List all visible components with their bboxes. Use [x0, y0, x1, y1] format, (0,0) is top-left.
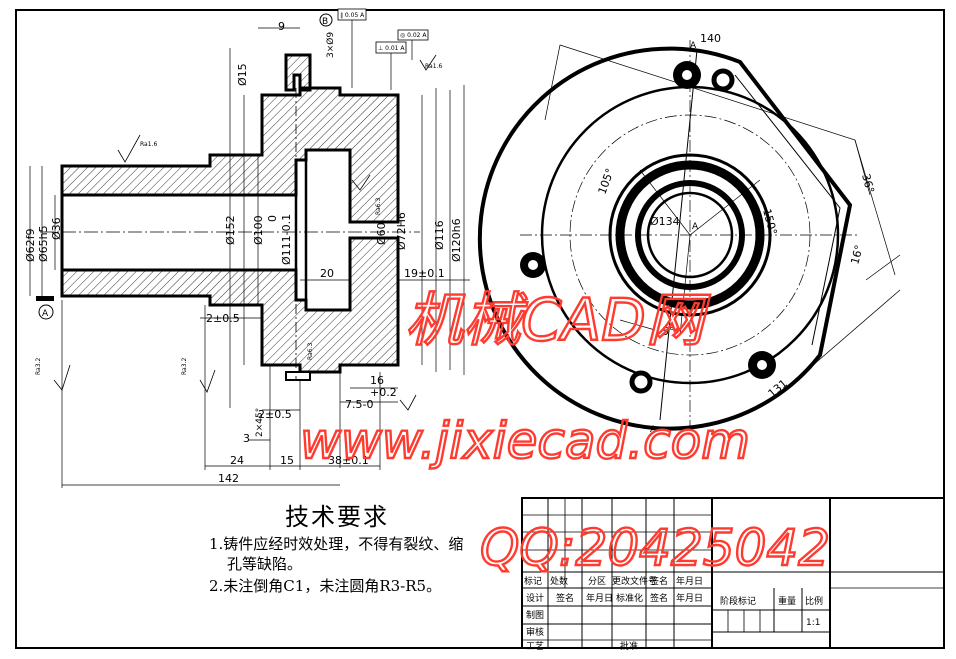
tech-item-1-line2: 孔等缺陷。: [227, 555, 303, 573]
watermark-line2: www.jixiecad.com: [300, 412, 750, 470]
dim-len24: 24: [230, 454, 244, 467]
tb-drafting: 制图: [526, 609, 544, 621]
dim-d72: Ø72H6: [395, 212, 408, 250]
datum-b-circle: [319, 13, 333, 27]
datum-a: A: [42, 309, 49, 319]
tb-design-sign: 签名: [556, 592, 574, 604]
section-view: 9 Ø15 Ø62f9 Ø65h5 Ø36 Ø152 Ø100 Ø111-0.1…: [24, 8, 470, 488]
rough-ra32b: Ra3.2: [181, 358, 188, 375]
dim-len15: 15: [280, 454, 294, 467]
dim-d111: Ø111-0.1: [280, 214, 293, 265]
dim-ang5: 5°: [662, 325, 675, 338]
watermark-line3: QQ:20425042: [480, 519, 830, 577]
dim-top-9: 9: [278, 20, 285, 33]
dim-len142: 142: [218, 472, 239, 485]
section-line: [659, 49, 698, 421]
tb-scale-label: 比例: [805, 595, 823, 607]
dim-d62: Ø62f9: [24, 228, 37, 262]
dim-len2-05: 2±0.5: [206, 312, 240, 325]
tb-standard: 标准化: [616, 592, 643, 604]
flange-inner-outline: [734, 74, 841, 346]
tb-design: 设计: [526, 592, 544, 604]
dim-len2-05b: 2±0.5: [258, 408, 292, 421]
dim-d134: Ø134: [650, 215, 680, 228]
tb-stage-mark: 阶段标记: [720, 595, 756, 607]
rough-ra32: Ra3.2: [35, 358, 42, 375]
dim-len38: 38±0.1: [328, 454, 369, 467]
bolt-holes: [520, 61, 776, 394]
rough-ra63: Ra6.3: [375, 198, 382, 215]
rough-ra63b: Ra6.3: [307, 343, 314, 360]
title-block: [521, 497, 945, 649]
roughness-symbols: [53, 54, 437, 411]
dim-d15: Ø15: [236, 63, 249, 86]
bottom-boss: [285, 371, 311, 381]
tb-review: 审核: [526, 626, 544, 638]
watermark-line1: 机械CAD网: [405, 286, 711, 354]
tb-process: 工艺: [526, 641, 544, 652]
dim-d152: Ø152: [224, 215, 237, 245]
dim-len20: 20: [320, 267, 334, 280]
datum-b: B: [322, 17, 328, 27]
dim-thread: 3×Ø9: [325, 32, 336, 58]
rough-ra16b: Ra1.6: [425, 63, 442, 70]
dim-len19: 19±0.1: [404, 267, 445, 280]
tol-leaders: [351, 20, 413, 90]
top-boss: [284, 53, 312, 92]
dim-zero: 0: [266, 215, 279, 222]
left-dim-lines: [29, 27, 470, 488]
dim-len3: 3: [243, 432, 250, 445]
tb-weight: 重量: [778, 595, 796, 607]
rough-ra16: Ra1.6: [140, 141, 157, 148]
tol-box1: ∥ 0.05 A: [340, 12, 365, 19]
tech-title: 技术要求: [285, 503, 389, 531]
dim-d120: Ø120h6: [450, 218, 463, 262]
dim-d60: Ø60: [375, 222, 388, 245]
datum-a-base: [36, 296, 54, 301]
dim-ang16: 16°: [848, 244, 866, 266]
flange-outline: [477, 46, 853, 431]
dim-ang105: 105°: [596, 167, 617, 196]
dim-len16: 16: [370, 374, 384, 387]
dim-len7-5: 7.5-0: [345, 398, 373, 411]
dim-len02: +0.2: [370, 386, 397, 399]
tb-zone: 分区: [588, 576, 606, 587]
tb-count: 处数: [550, 575, 568, 587]
section-mark-bottom: A: [650, 425, 657, 435]
tb-mark: 标记: [524, 575, 542, 587]
front-view: 140 105° 150° 36° 16° Ø134 131 5° A A A: [477, 32, 901, 435]
dim-ang36: 36°: [859, 172, 877, 194]
section-mark-top: A: [690, 41, 697, 51]
tol-frame-3: [397, 29, 429, 41]
tb-scale-value: 1:1: [806, 618, 820, 628]
center-mark: A: [692, 222, 699, 232]
tol-box2: ⊥ 0.01 A: [378, 45, 405, 52]
tb-date: 年月日: [676, 575, 703, 587]
tech-item-2: 2.未注倒角C1，未注圆角R3-R5。: [209, 577, 442, 595]
dim-d100: Ø100: [252, 215, 265, 245]
tol-box3: ◎ 0.02 A: [400, 32, 427, 39]
front-dim-lines: [544, 44, 901, 386]
tech-item-1-line1: 1.铸件应经时效处理，不得有裂纹、缩: [209, 535, 464, 553]
tb-standard-date: 年月日: [676, 592, 703, 604]
dim-d116: Ø116: [433, 220, 446, 250]
tb-design-date: 年月日: [586, 592, 613, 604]
datum-a-circle: [38, 304, 54, 320]
tb-signature: 签名: [650, 575, 668, 587]
dim-d131: 131: [766, 377, 790, 400]
dim-d65: Ø65h5: [37, 225, 50, 262]
dim-d36: Ø36: [50, 217, 63, 240]
tb-change-doc: 更改文件号: [612, 575, 657, 587]
tb-approve: 批准: [620, 640, 638, 652]
tb-standard-sign: 签名: [650, 592, 668, 604]
dim-len2x45: 2×45°: [255, 408, 265, 437]
sheet-border: [15, 9, 945, 649]
dim-d140: 140: [700, 32, 721, 45]
